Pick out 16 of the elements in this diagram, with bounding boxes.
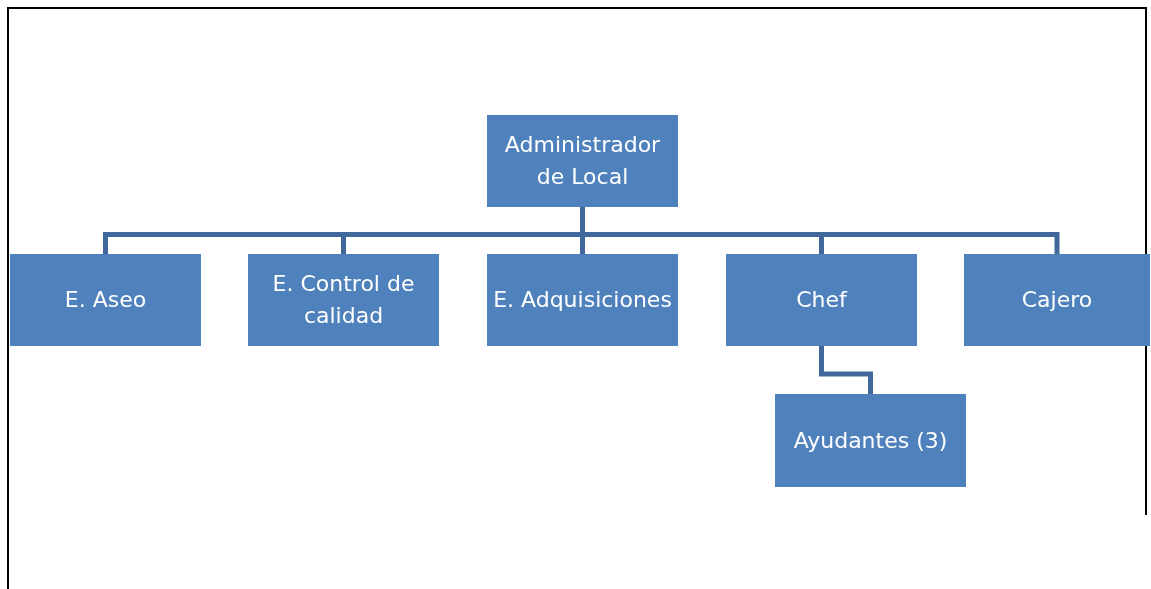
role-label: Cajero (1020, 286, 1094, 315)
role-label: Administrador de Local (503, 131, 662, 191)
role-label: Chef (795, 286, 849, 315)
role-label: E. Adquisiciones (492, 286, 673, 315)
role-label: E. Control de calidad (271, 270, 416, 330)
connector-line (819, 346, 873, 394)
org-box (487, 115, 678, 207)
org-box (10, 254, 201, 346)
org-box (248, 254, 439, 346)
org-box (964, 254, 1150, 346)
org-box (726, 254, 917, 346)
org-box (487, 254, 678, 346)
org-box (775, 394, 966, 487)
role-label: E. Aseo (63, 286, 148, 315)
role-label: Ayudantes (3) (792, 426, 949, 455)
connector-line (580, 207, 1060, 254)
